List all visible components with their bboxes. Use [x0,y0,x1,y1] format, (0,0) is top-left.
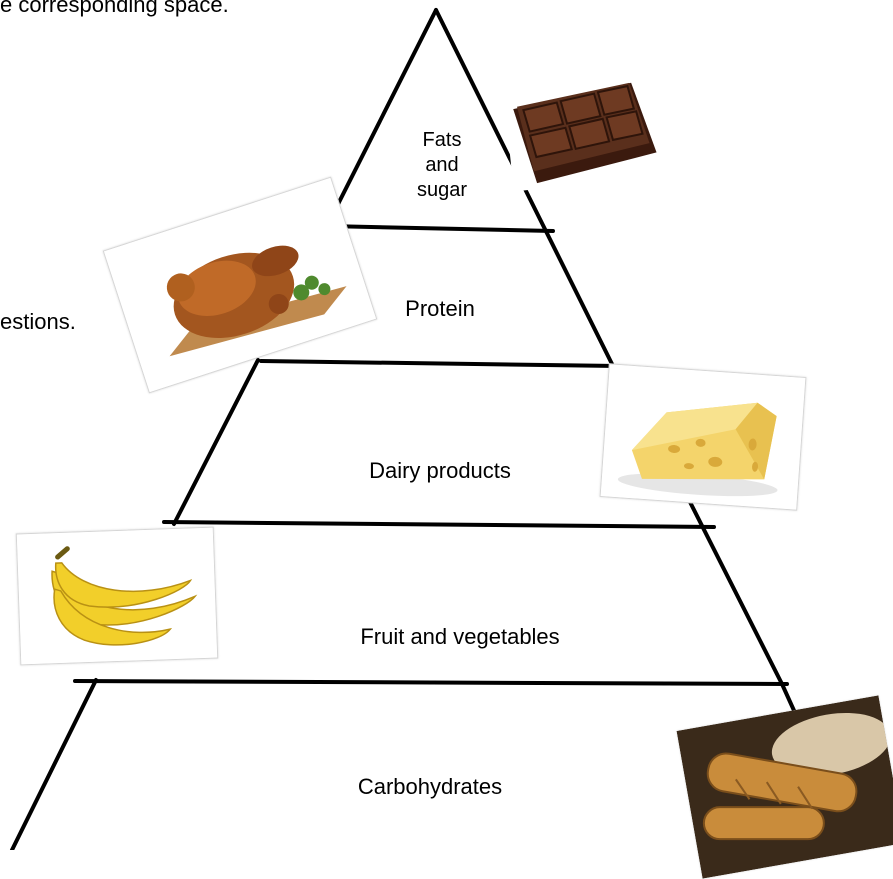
pyramid-left-edge-bottom [10,678,98,850]
bread-icon [676,695,893,879]
level-label-line: Fats [422,129,462,151]
cheese-icon [600,364,806,510]
level-label-protein: Protein [405,296,475,321]
banana-picture [15,526,219,666]
instruction-line-side: estions. [0,309,76,334]
level-label-carbohydrates: Carbohydrates [357,774,503,799]
bread-picture [676,695,893,879]
instruction-line-top: e corresponding space. [0,0,229,17]
chocolate-picture [502,72,664,192]
divider-dairy [162,520,716,529]
divider-protein [259,359,620,368]
divider-fruit [73,679,789,686]
divider-fats [325,224,555,233]
pyramid-left-edge-mid [172,358,260,526]
level-label-fruit-veg: Fruit and vegetables [360,624,560,649]
level-label-dairy: Dairy products [369,458,511,483]
chocolate-bar-icon [513,82,657,184]
cheese-picture [599,363,807,511]
pyramid-right-edge-mid [688,500,784,686]
roast-chicken-picture [102,176,378,394]
banana-icon [16,527,218,665]
roast-chicken-icon [103,177,377,393]
level-label-fats-and-sugar: Fats and sugar [402,128,482,203]
pyramid-left-edge-top [325,8,438,228]
level-label-line: sugar [416,179,468,201]
level-label-line: and [425,154,459,176]
